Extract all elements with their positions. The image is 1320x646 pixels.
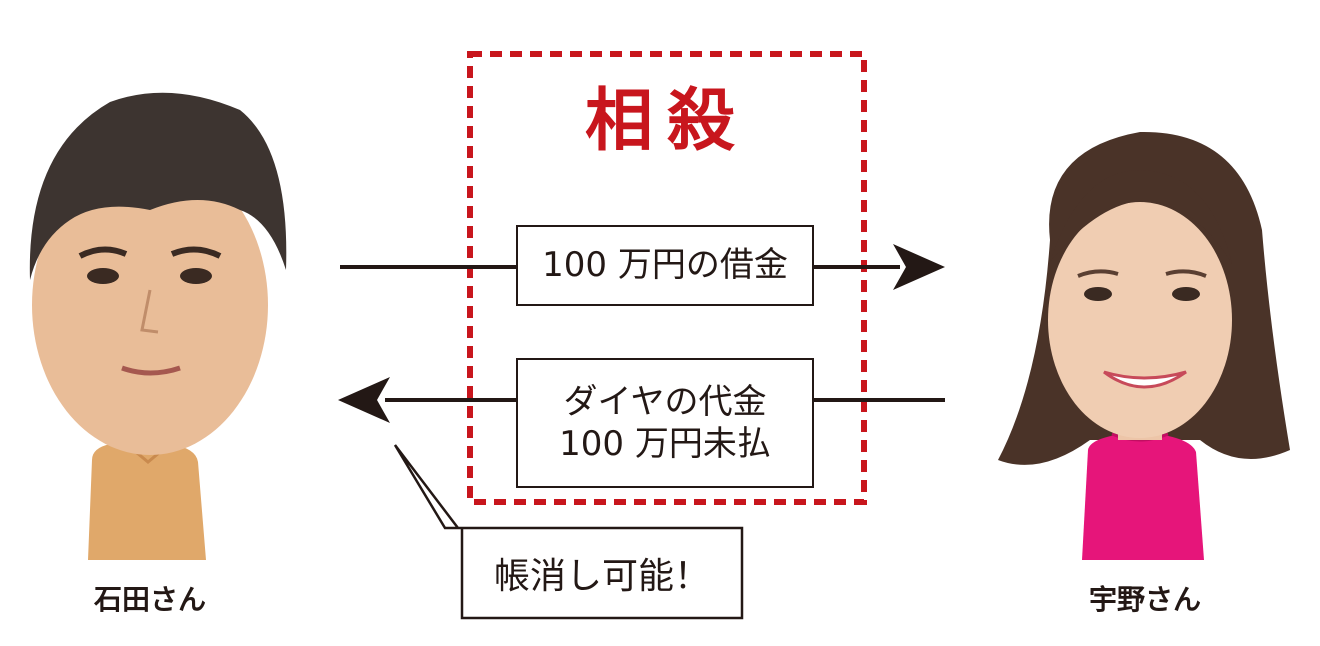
person-left-name: 石田さん bbox=[93, 583, 206, 616]
diamond-label-line2: 100 万円未払 bbox=[559, 424, 771, 464]
diamond-label-line1: ダイヤの代金 bbox=[563, 381, 767, 422]
bubble-text: 帳消し可能！ bbox=[493, 556, 710, 597]
offset-title: 相殺 bbox=[584, 82, 749, 161]
person-left-avatar bbox=[29, 92, 287, 560]
person-right-name: 宇野さん bbox=[1088, 583, 1201, 616]
diamond-payment-box: ダイヤの代金 100 万円未払 bbox=[516, 358, 814, 488]
speech-bubble bbox=[393, 444, 744, 620]
offset-frame bbox=[467, 51, 867, 505]
person-right-avatar bbox=[998, 131, 1290, 560]
loan-box: 100 万円の借金 bbox=[516, 225, 814, 306]
loan-label: 100 万円の借金 bbox=[542, 245, 788, 286]
